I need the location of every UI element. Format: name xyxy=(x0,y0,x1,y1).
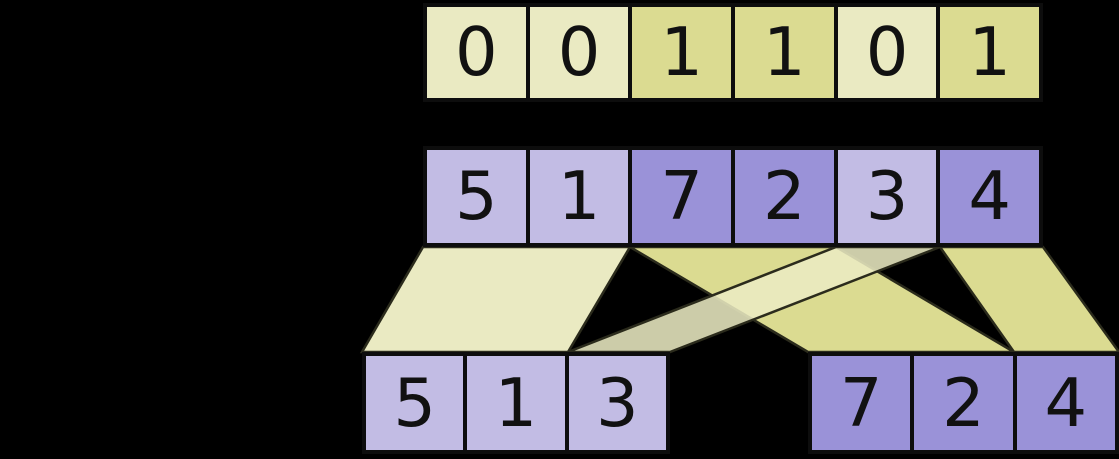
output-left-row-cell-0: 5 xyxy=(366,356,464,450)
values-row-cell-0: 5 xyxy=(427,150,526,243)
flags-row-cell-0: 0 xyxy=(427,7,526,98)
values-row-cell-5: 4 xyxy=(940,150,1040,243)
output-left-row-cell-1: 1 xyxy=(467,356,565,450)
flags-row-cell-4: 0 xyxy=(837,7,937,98)
flags-row-cell-2: 1 xyxy=(632,7,732,98)
output-right-row-cell-1: 2 xyxy=(914,356,1013,450)
band-values-5-1-to-left-output xyxy=(359,245,633,354)
band-value-3-to-left-output xyxy=(567,245,941,354)
band-value-4-to-right-output xyxy=(937,245,1119,354)
values-row-cell-4: 3 xyxy=(837,150,937,243)
flags-row-cell-5: 1 xyxy=(940,7,1040,98)
values-row-cell-1: 1 xyxy=(529,150,629,243)
output-right-row-cell-0: 7 xyxy=(812,356,911,450)
flags-row-cell-1: 0 xyxy=(529,7,629,98)
output-left-row-cell-2: 3 xyxy=(568,356,666,450)
flags-row-cell-3: 1 xyxy=(735,7,834,98)
values-row-cell-3: 2 xyxy=(735,150,834,243)
values-row-cell-2: 7 xyxy=(632,150,732,243)
output-right-row-cell-2: 4 xyxy=(1016,356,1115,450)
